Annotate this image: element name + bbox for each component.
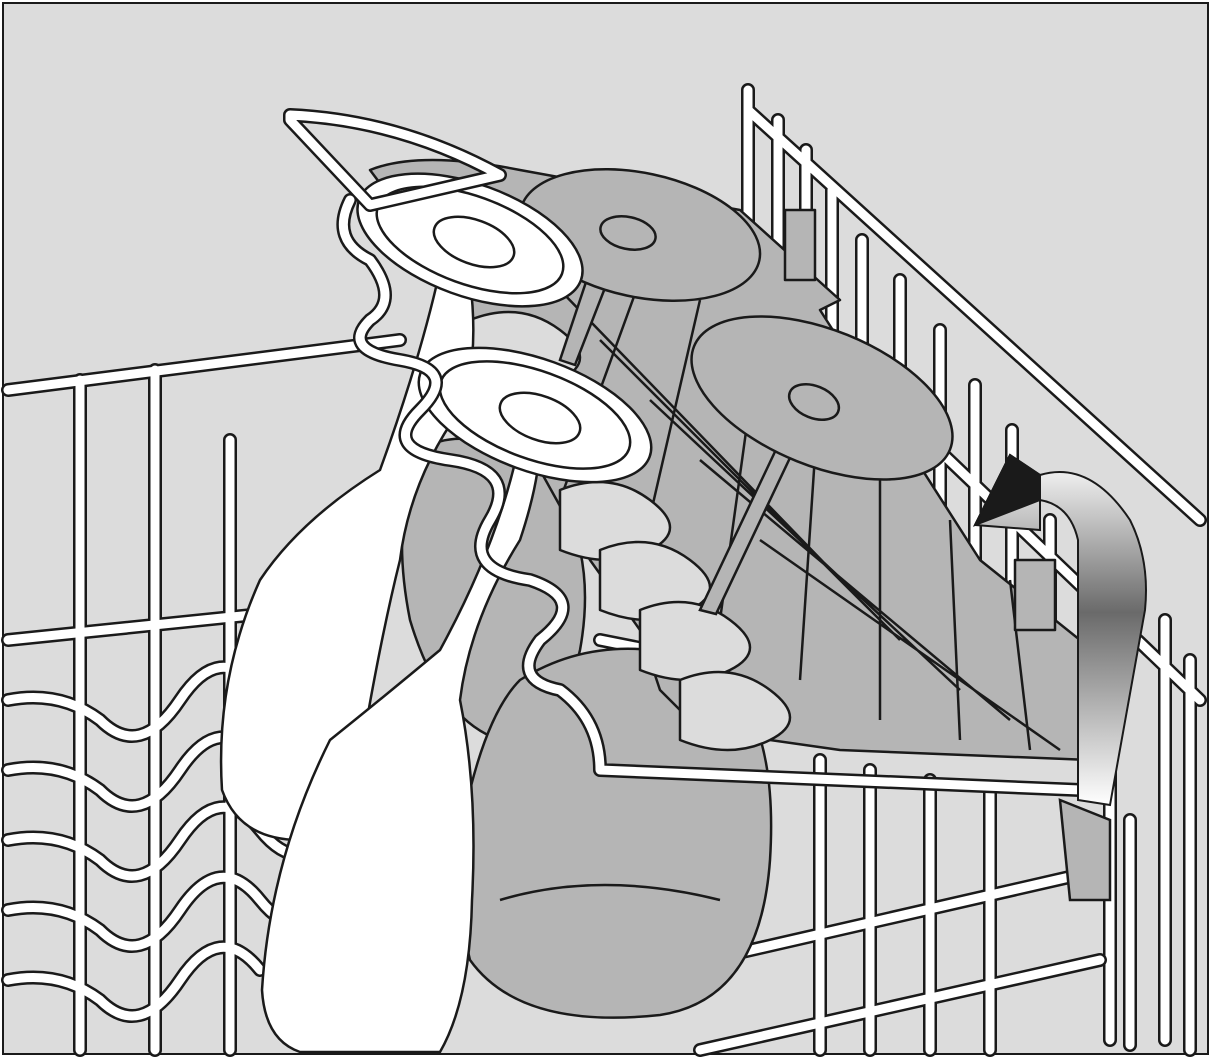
- dishwasher-illustration: [0, 0, 1211, 1057]
- illustration-canvas: [0, 0, 1211, 1057]
